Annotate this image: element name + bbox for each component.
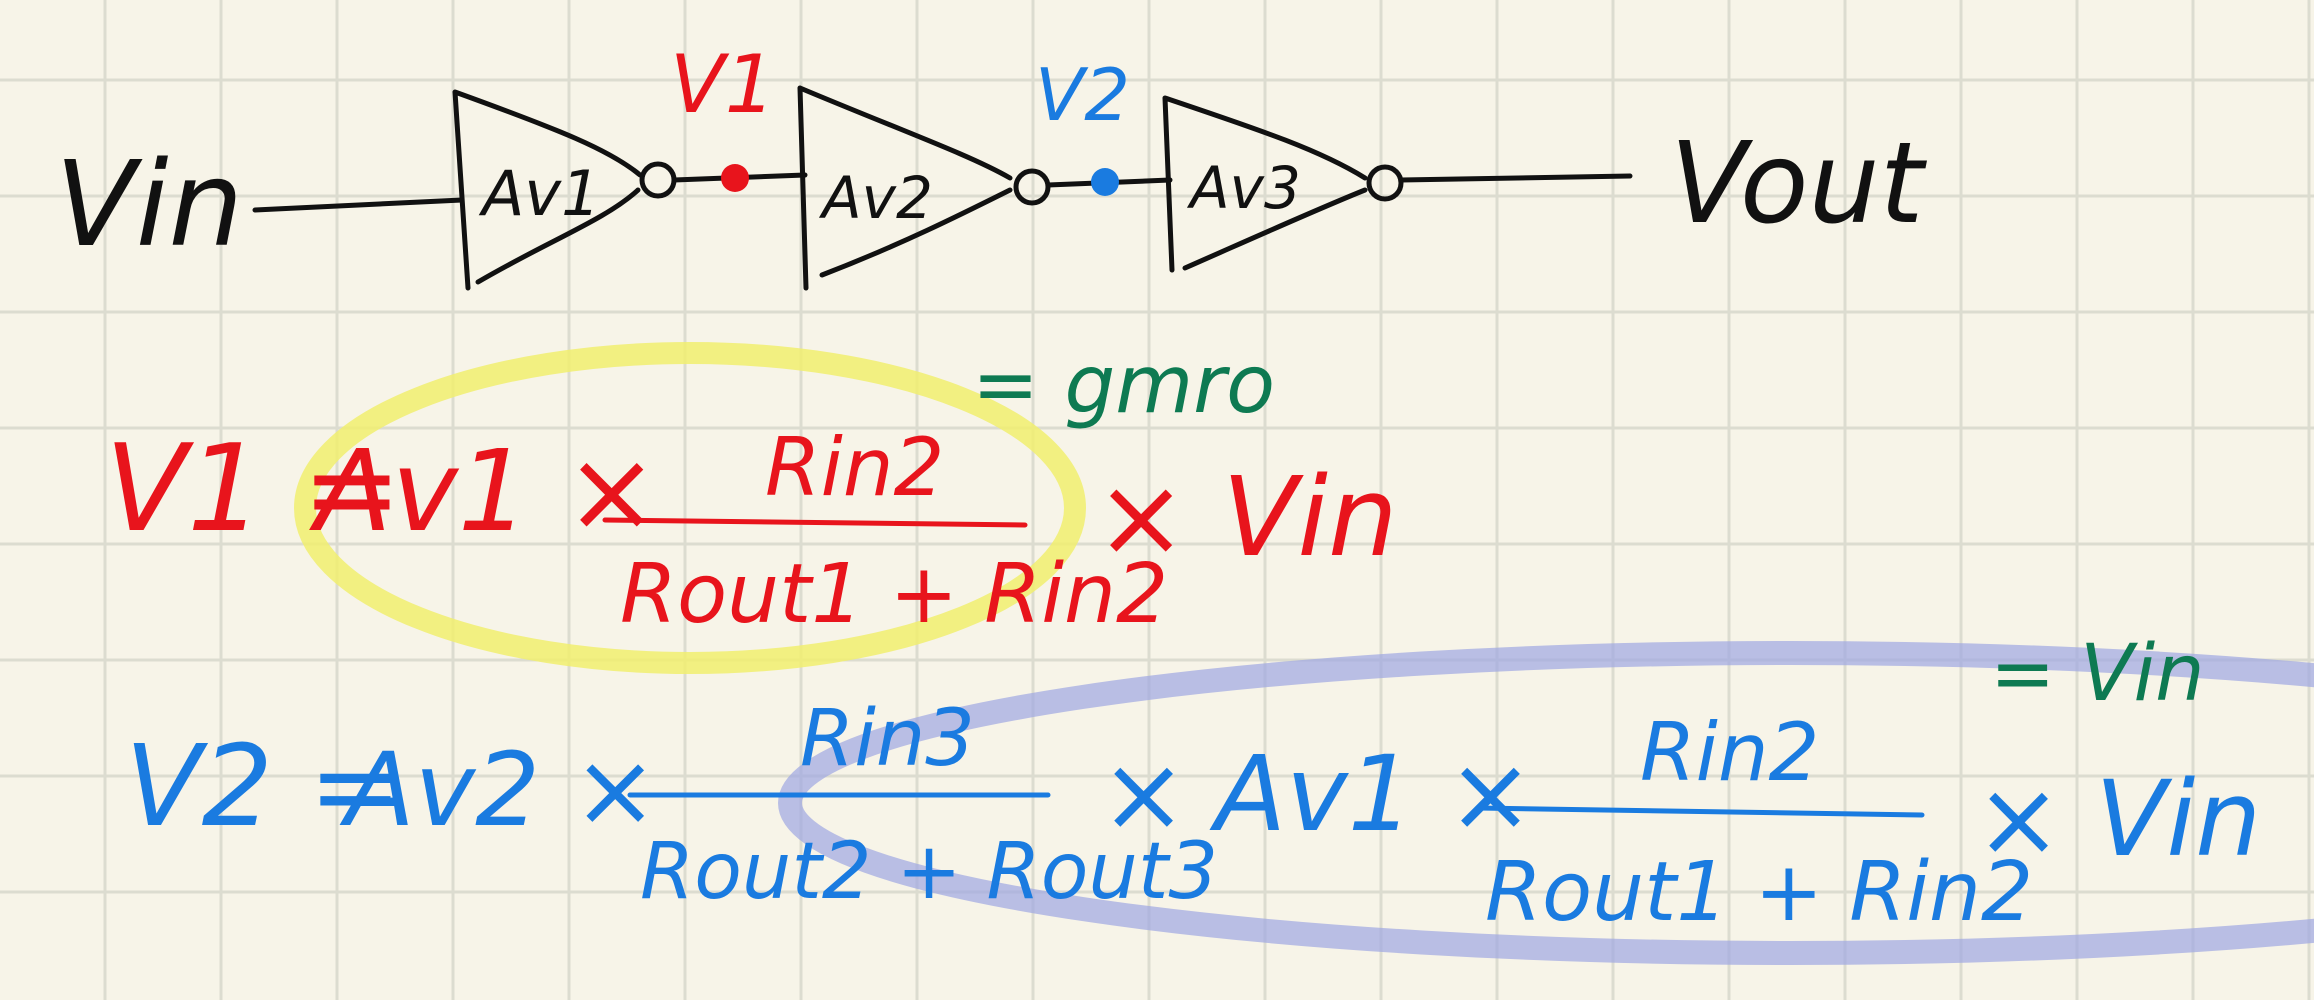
eq2-fraction-bar-2 xyxy=(1475,805,1925,818)
eq2-tail: × Vin xyxy=(1975,758,2261,880)
output-label: Vout xyxy=(1670,119,1928,249)
eq2-denominator2: Rout1 + Rin2 xyxy=(1485,845,2033,940)
amplifier-chain xyxy=(252,85,1633,291)
eq2-denominator1: Rout2 + Rout3 xyxy=(640,827,1218,917)
eq2-numerator1: Rin3 xyxy=(800,694,975,784)
eq1-fraction-bar xyxy=(602,517,1028,528)
equation-v2: V2 = Av2 × Rin3 Rout2 + Rout3 × Av1 × Ri… xyxy=(125,694,2261,940)
stage3-label: Av3 xyxy=(1186,154,1301,222)
input-label: Vin xyxy=(55,135,243,273)
stage3-bubble xyxy=(1366,164,1404,202)
purple-highlight xyxy=(778,641,2314,965)
eq1-denominator: Rout1 + Rin2 xyxy=(620,547,1168,642)
eq2-numerator2: Rin2 xyxy=(1640,706,1819,799)
eq1-annotation: = gmro xyxy=(972,338,1275,431)
eq2-gain: Av2 × xyxy=(339,731,658,850)
input-wire xyxy=(252,197,465,213)
eq1-numerator: Rin2 xyxy=(765,421,944,514)
eq1-lhs: V1 = xyxy=(105,420,402,559)
equation-v1: V1 = Av1 × Rin2 Rout1 + Rin2 × Vin xyxy=(105,420,1398,642)
eq2-annotation: = Vin xyxy=(1990,629,2205,719)
yellow-highlight xyxy=(294,342,1086,674)
output-wire xyxy=(1398,173,1633,183)
node-v1-dot xyxy=(721,164,749,192)
stage2-label: Av2 xyxy=(818,164,933,232)
eq2-lhs: V2 = xyxy=(125,722,402,852)
stage1-triangle xyxy=(452,89,643,291)
eq1-gain: Av1 × xyxy=(309,427,659,557)
stage2-triangle xyxy=(797,85,1013,291)
node-v2-label: V2 xyxy=(1035,53,1130,137)
node-v2-dot xyxy=(1091,168,1119,196)
stage3-triangle xyxy=(1162,95,1368,273)
eq1-tail: × Vin xyxy=(1095,453,1398,581)
stage1-bubble xyxy=(639,161,677,199)
eq2-gain2: Av1 × xyxy=(1209,733,1534,855)
stage1-label: Av1 xyxy=(478,157,601,230)
eq2-mult: × xyxy=(1100,733,1187,855)
node-v1-label: V1 xyxy=(670,38,776,131)
